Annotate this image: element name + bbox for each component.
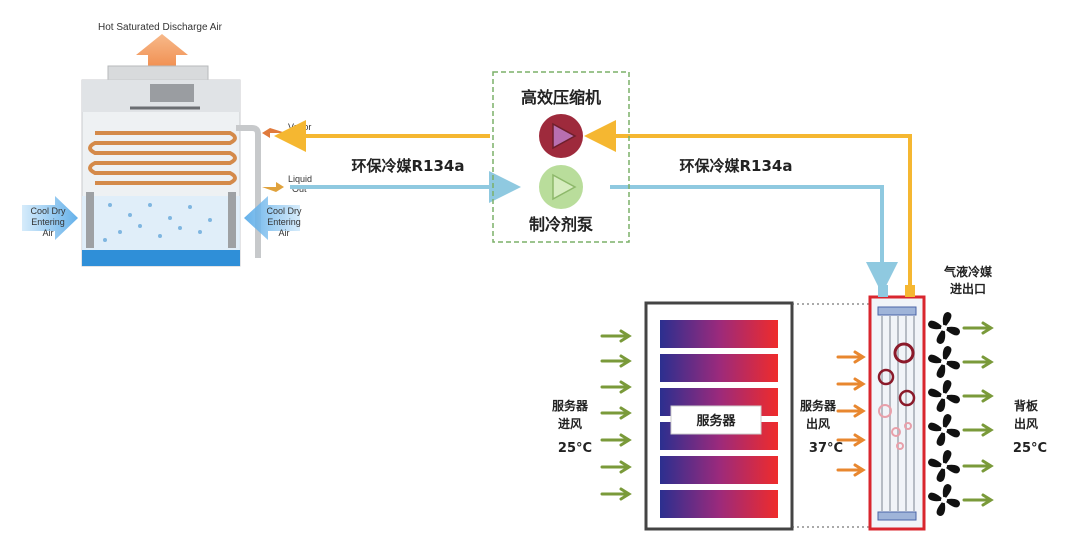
outlet-arrow bbox=[836, 463, 866, 477]
backplate-temp: 25°C bbox=[1013, 441, 1047, 456]
bubbles bbox=[877, 342, 916, 450]
water-droplets bbox=[103, 203, 212, 242]
inlet-arrow bbox=[600, 433, 632, 447]
refrigerant-label-left: 环保冷媒R134a bbox=[352, 157, 465, 175]
inlet-line2: 进风 bbox=[558, 416, 582, 431]
inlet-arrows bbox=[600, 329, 632, 501]
backplate-line2: 出风 bbox=[1014, 416, 1038, 431]
compressor-pump-box: 高效压缩机 制冷剂泵 bbox=[492, 71, 630, 243]
vapor-label: Vapor bbox=[288, 122, 311, 132]
inlet-line1: 服务器 bbox=[552, 398, 589, 413]
inlet-port bbox=[878, 285, 888, 297]
backplate-arrow bbox=[962, 321, 994, 335]
server-label-box bbox=[670, 405, 762, 435]
right-air-arrow bbox=[244, 196, 300, 240]
server-unit-6 bbox=[660, 490, 778, 518]
water-basin bbox=[82, 250, 240, 266]
outlet-line2: 出风 bbox=[806, 416, 830, 431]
cooling-tower: Hot Saturated Discharge Air Coo bbox=[22, 22, 312, 267]
refrigerant-label-right: 环保冷媒R134a bbox=[680, 157, 793, 175]
coolant-ports-line2: 进出口 bbox=[950, 281, 986, 296]
outlet-arrow bbox=[836, 404, 866, 418]
pump-icon bbox=[539, 165, 583, 209]
outlet-port bbox=[905, 285, 915, 297]
outlet-arrow bbox=[836, 350, 866, 364]
inlet-arrow bbox=[600, 487, 632, 501]
fan-column bbox=[928, 312, 960, 516]
inlet-arrow bbox=[600, 329, 632, 343]
inlet-arrow bbox=[600, 460, 632, 474]
backplate-arrow bbox=[962, 493, 994, 507]
fan-icon bbox=[928, 380, 960, 412]
right-air-line1: Cool Dry bbox=[266, 206, 302, 216]
tower-pipe bbox=[236, 125, 261, 258]
liquid-line bbox=[290, 171, 898, 294]
outlet-arrow bbox=[836, 433, 866, 447]
fan-icon bbox=[928, 346, 960, 378]
right-air-line3: Air bbox=[279, 228, 290, 238]
inlet-arrow bbox=[600, 354, 632, 368]
liquid-label: Liquid bbox=[288, 174, 312, 184]
fan-icon bbox=[928, 450, 960, 482]
backplate-arrow bbox=[962, 423, 994, 437]
upward-arrow-icon bbox=[136, 34, 188, 72]
dashed-frame bbox=[492, 71, 630, 243]
left-air-arrow bbox=[22, 196, 78, 240]
left-air-line3: Air bbox=[43, 228, 54, 238]
inlet-arrow bbox=[600, 380, 632, 394]
coolant-ports-line1: 气液冷媒 bbox=[943, 264, 993, 279]
server-unit-2 bbox=[660, 354, 778, 382]
inlet-temp: 25°C bbox=[558, 441, 592, 456]
top-header bbox=[877, 306, 917, 316]
fan-motor bbox=[150, 84, 194, 102]
vapor-port-arrow bbox=[262, 128, 286, 138]
backplate-arrow bbox=[962, 355, 994, 369]
backplate-line1: 背板 bbox=[1014, 398, 1039, 413]
right-air-line2: Entering bbox=[267, 217, 301, 227]
outlet-arrow bbox=[836, 377, 866, 391]
outlet-temp: 37°C bbox=[809, 441, 843, 456]
right-louver bbox=[228, 192, 236, 248]
tower-top-label: Hot Saturated Discharge Air bbox=[98, 22, 223, 33]
backplate-arrow bbox=[962, 459, 994, 473]
outlet-line1: 服务器 bbox=[800, 398, 837, 413]
fan-icon bbox=[928, 414, 960, 446]
server-unit-1 bbox=[660, 320, 778, 348]
fan-stack bbox=[107, 65, 209, 81]
vapor-line bbox=[274, 120, 912, 285]
pump-label: 制冷剂泵 bbox=[529, 215, 593, 234]
left-air-line1: Cool Dry bbox=[30, 206, 66, 216]
backplate-arrow bbox=[962, 389, 994, 403]
outlet-arrows bbox=[836, 350, 866, 477]
left-air-line2: Entering bbox=[31, 217, 65, 227]
rear-door-cooler bbox=[868, 285, 926, 531]
server-label: 服务器 bbox=[696, 413, 736, 429]
compressor-icon bbox=[539, 114, 583, 158]
left-louver bbox=[86, 192, 94, 248]
fan-icon bbox=[928, 484, 960, 516]
inlet-arrow bbox=[600, 406, 632, 420]
bottom-header bbox=[877, 511, 917, 521]
fan-icon bbox=[928, 312, 960, 344]
spray-zone bbox=[82, 196, 240, 250]
tower-coils bbox=[88, 131, 237, 185]
compressor-label: 高效压缩机 bbox=[521, 88, 601, 107]
liquid-port-arrow bbox=[262, 182, 284, 192]
server-rack: 服务器 bbox=[644, 301, 794, 531]
backplate-arrows bbox=[962, 321, 994, 507]
server-unit-5 bbox=[660, 456, 778, 484]
